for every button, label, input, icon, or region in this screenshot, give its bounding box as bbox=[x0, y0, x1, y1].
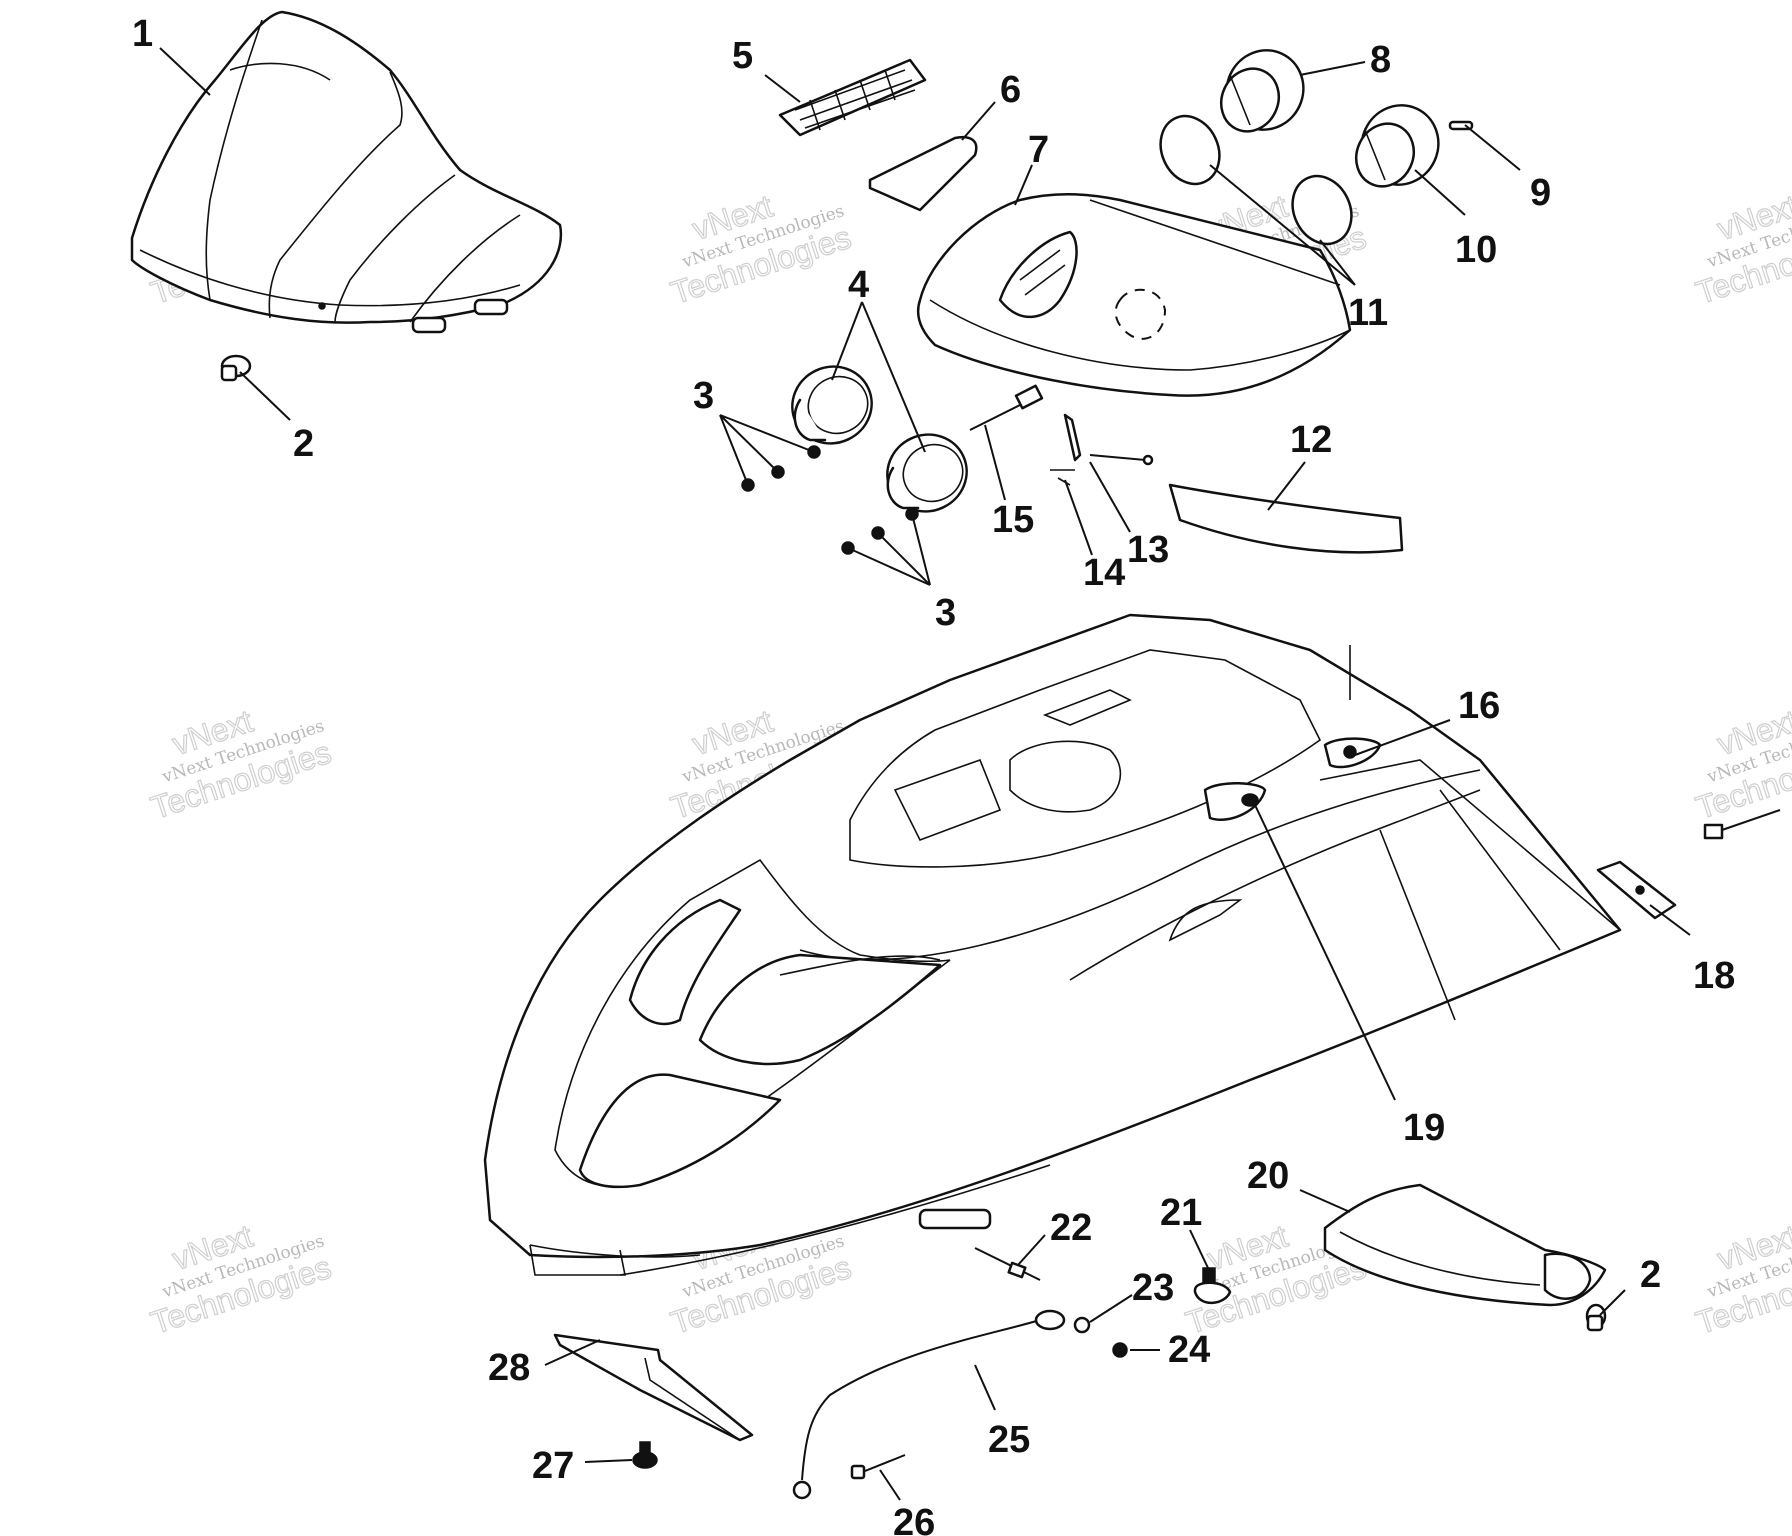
leader-26 bbox=[879, 1469, 901, 1501]
leader-7 bbox=[1014, 164, 1033, 206]
callout-7: 7 bbox=[1028, 129, 1049, 171]
part-14-strap bbox=[1050, 413, 1082, 486]
leader-25 bbox=[974, 1364, 996, 1411]
leader-13 bbox=[1089, 461, 1131, 533]
part-28-deflector bbox=[553, 1333, 754, 1442]
watermark: vNext vNext Technologies Technologies bbox=[1691, 702, 1792, 826]
part-23-washer bbox=[1073, 1316, 1091, 1334]
part-20-cover-plate bbox=[1323, 1183, 1607, 1307]
watermark: vNext vNext Technologies Technologies bbox=[1691, 187, 1792, 311]
leader-4 bbox=[831, 301, 926, 453]
callout-4: 4 bbox=[848, 264, 869, 306]
part-15-cable bbox=[969, 384, 1044, 431]
leader-28 bbox=[544, 1339, 601, 1366]
callout-27: 27 bbox=[532, 1445, 574, 1487]
part-12-trim-strip bbox=[1168, 483, 1404, 554]
part-5-vent-grille bbox=[778, 58, 927, 137]
callout-24: 24 bbox=[1168, 1329, 1210, 1371]
callout-9: 9 bbox=[1530, 172, 1551, 214]
leader-20 bbox=[1299, 1189, 1351, 1213]
leader-11 bbox=[1209, 164, 1356, 286]
leader-6 bbox=[961, 101, 996, 141]
part-2-push-rivet bbox=[1585, 1303, 1607, 1332]
leader-2a bbox=[239, 371, 291, 421]
callout-19: 19 bbox=[1403, 1107, 1445, 1149]
leader-19 bbox=[1254, 804, 1396, 1101]
watermark: vNext vNext Technologies Technologies bbox=[146, 1217, 336, 1341]
leader-lines bbox=[159, 47, 1691, 1501]
leader-18 bbox=[1649, 904, 1691, 936]
callout-labels: 1 2 2 3 3 4 5 6 7 8 9 10 11 12 13 14 15 … bbox=[132, 13, 1735, 1536]
part-21-latch bbox=[1193, 1267, 1232, 1305]
part-hood bbox=[483, 613, 1622, 1276]
part-18-screw bbox=[1703, 809, 1781, 840]
callout-23: 23 bbox=[1132, 1267, 1174, 1309]
watermark: vNext vNext Technologies Technologies bbox=[666, 187, 856, 311]
callout-15: 15 bbox=[992, 499, 1034, 541]
leader-3b bbox=[847, 513, 931, 586]
leader-5 bbox=[764, 74, 801, 103]
callout-18: 18 bbox=[1693, 955, 1735, 997]
leader-8 bbox=[1299, 61, 1366, 76]
part-26-screw bbox=[850, 1454, 906, 1480]
leader-9 bbox=[1464, 124, 1521, 171]
leader-1 bbox=[159, 47, 211, 96]
leader-15 bbox=[984, 424, 1006, 501]
part-4-bezel-rings bbox=[791, 365, 968, 513]
leader-16 bbox=[1354, 719, 1451, 756]
callout-5: 5 bbox=[732, 35, 753, 77]
callout-25: 25 bbox=[988, 1419, 1030, 1461]
callout-14: 14 bbox=[1083, 552, 1125, 594]
leader-3a bbox=[719, 414, 815, 486]
callout-2: 2 bbox=[293, 423, 314, 465]
leader-12 bbox=[1267, 461, 1306, 511]
callout-26: 26 bbox=[893, 1502, 935, 1536]
part-25-tether-cable bbox=[792, 1309, 1066, 1500]
callout-3: 3 bbox=[935, 592, 956, 634]
part-7-console bbox=[916, 193, 1352, 397]
callout-22: 22 bbox=[1050, 1207, 1092, 1249]
part-8-gauge bbox=[1219, 49, 1305, 133]
part-18-bracket bbox=[1596, 860, 1677, 920]
part-1-seat bbox=[130, 10, 563, 334]
callout-16: 16 bbox=[1458, 685, 1500, 727]
callout-20: 20 bbox=[1247, 1155, 1289, 1197]
callout-13: 13 bbox=[1127, 529, 1169, 571]
part-2-push-rivet bbox=[220, 354, 252, 382]
leader-14 bbox=[1064, 479, 1093, 556]
callout-2: 2 bbox=[1640, 1254, 1661, 1296]
leader-21 bbox=[1189, 1229, 1209, 1269]
callout-8: 8 bbox=[1370, 39, 1391, 81]
callout-21: 21 bbox=[1160, 1192, 1202, 1234]
callout-12: 12 bbox=[1290, 419, 1332, 461]
leader-23 bbox=[1089, 1294, 1133, 1323]
callout-10: 10 bbox=[1455, 229, 1497, 271]
part-10-gauge bbox=[1354, 104, 1440, 188]
part-27-screw bbox=[632, 1441, 658, 1469]
part-24-nut bbox=[1112, 1342, 1128, 1358]
part-6-cover-pad bbox=[868, 136, 978, 212]
leader-2b bbox=[1599, 1289, 1626, 1316]
watermark: vNext vNext Technologies Technologies bbox=[1691, 1217, 1792, 1341]
leader-22 bbox=[1017, 1234, 1046, 1266]
part-13-clip-pin bbox=[1089, 454, 1154, 466]
watermark: vNext vNext Technologies Technologies bbox=[146, 702, 336, 826]
callout-11: 11 bbox=[1348, 292, 1388, 334]
callout-28: 28 bbox=[488, 1347, 530, 1389]
leader-10 bbox=[1414, 169, 1466, 216]
callout-3: 3 bbox=[693, 375, 714, 417]
callout-6: 6 bbox=[1000, 69, 1021, 111]
leader-27 bbox=[584, 1459, 633, 1463]
callout-1: 1 bbox=[132, 13, 153, 55]
part-11-gauge-rings bbox=[1159, 114, 1353, 246]
